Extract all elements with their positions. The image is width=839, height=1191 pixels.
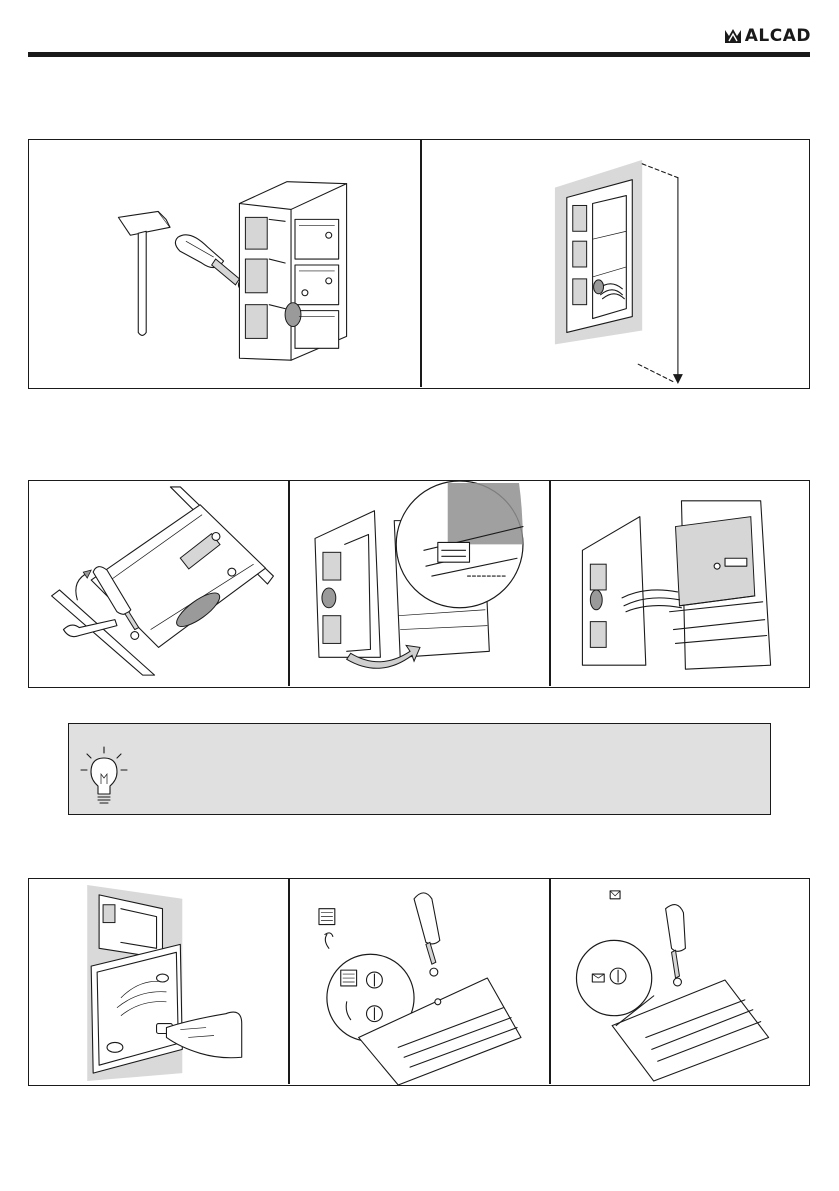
- embedding-box-in-wall-figure: [29, 140, 809, 388]
- tip-box: [68, 723, 771, 815]
- header-rule: [28, 52, 810, 57]
- figure-row-3: [28, 878, 810, 1086]
- brand-logo: ALCAD: [724, 26, 811, 46]
- adjust-message-potentiometer-figure: [29, 879, 809, 1085]
- alcad-logo-icon: [724, 28, 742, 44]
- figure-row-1: [28, 139, 810, 389]
- lightbulb-icon: [79, 744, 129, 808]
- brand-name: ALCAD: [745, 26, 811, 46]
- module-mounted-figure: [29, 481, 809, 687]
- figure-row-2: [28, 480, 810, 688]
